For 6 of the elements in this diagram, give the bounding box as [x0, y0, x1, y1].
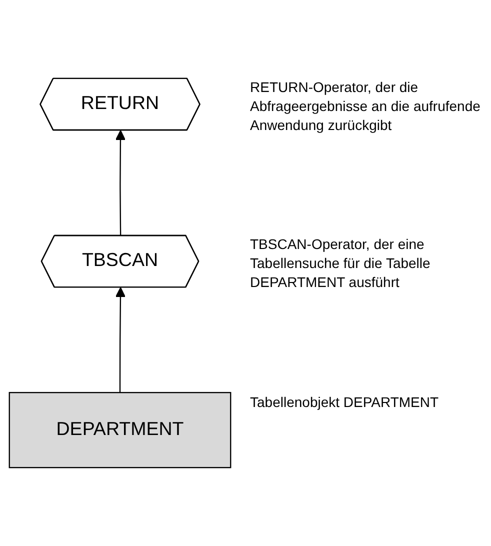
node-box: DEPARTMENT [8, 392, 232, 468]
arrow [115, 287, 126, 393]
description-text: RETURN-Operator, der die Abfrageergebnisse an die aufrufende Anwendung zurückgibt [250, 78, 482, 136]
description-text: TBSCAN-Operator, der eine Tabellensuche für die Tabelle DEPARTMENT ausführt [250, 235, 432, 292]
description-text: Tabellenobjekt DEPARTMENT [250, 392, 440, 412]
arrow [115, 130, 126, 236]
